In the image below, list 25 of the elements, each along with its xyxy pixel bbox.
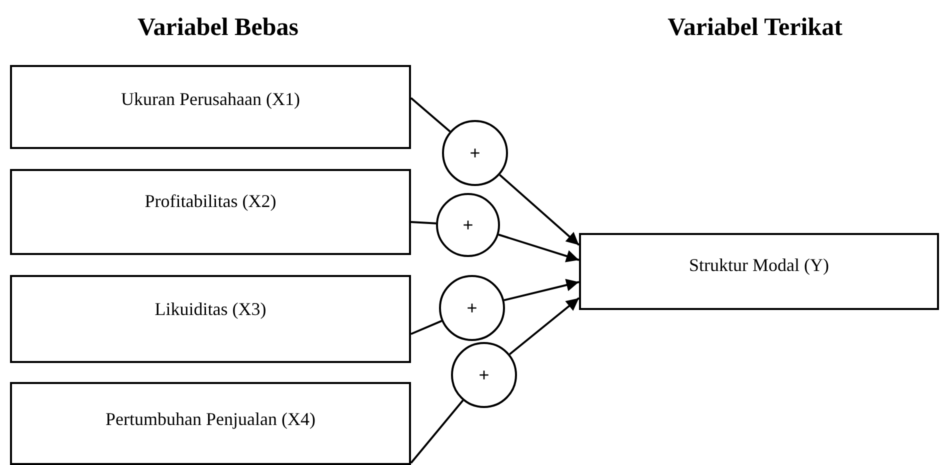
variable-box [10,275,411,363]
arrow [498,234,580,262]
connector-line [410,97,451,132]
connector-line [410,221,436,224]
arrow [509,297,580,355]
variable-box [10,382,411,465]
column-heading: Variabel Terikat [668,14,842,42]
connector-line [410,320,442,335]
variable-box [10,65,411,149]
plus-sign: + [470,142,480,164]
variable-name: Profitabilitas (X2) [144,191,278,212]
variable-name: Ukuran Perusahaan (X1) [120,89,301,110]
arrow [499,174,580,246]
plus-sign: + [478,364,490,386]
arrow [504,278,580,302]
plus-sign: + [462,214,474,236]
plus-circle [451,342,517,408]
variable-box [10,169,411,255]
plus-sign: + [466,298,478,318]
column-heading: Variabel Bebas [138,14,298,42]
variable-name: Likuiditas (X3) [154,299,268,320]
variable-box [579,233,939,310]
variable-name: Pertumbuhan Penjualan (X4) [104,409,316,430]
connector-line [410,400,464,464]
variable-name: Struktur Modal (Y) [688,255,830,276]
